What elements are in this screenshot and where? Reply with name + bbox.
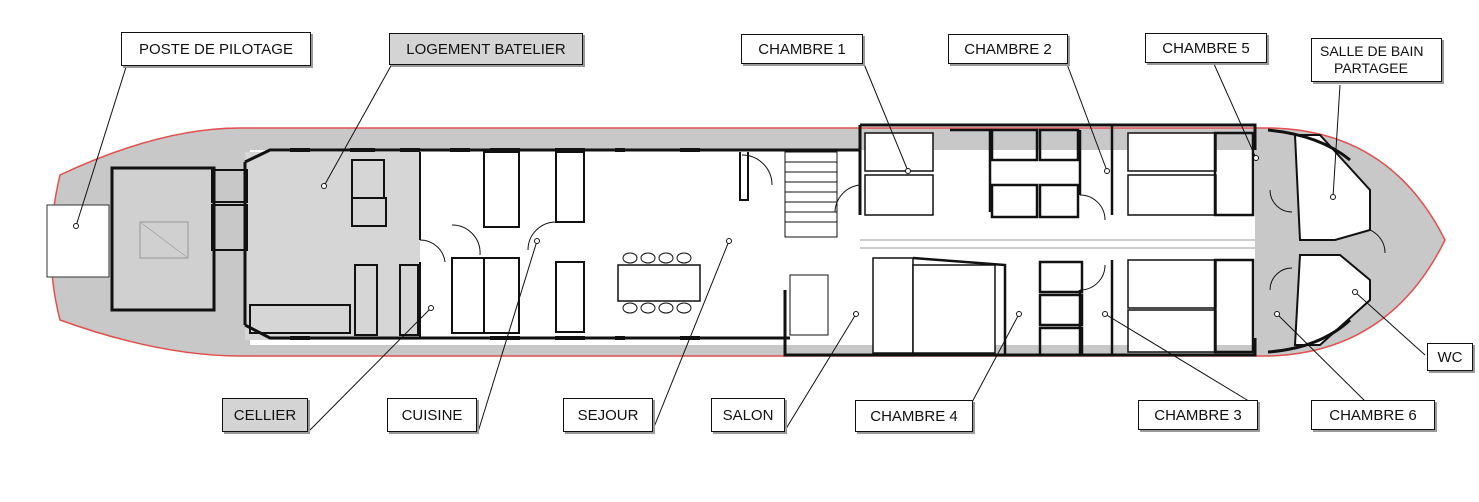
label-chambre-2: CHAMBRE 2 xyxy=(948,34,1068,64)
label-chambre-5: CHAMBRE 5 xyxy=(1145,33,1267,63)
label-logement-batelier: LOGEMENT BATELIER xyxy=(389,33,583,65)
kitchen-walls xyxy=(211,151,585,338)
dining-chairs xyxy=(622,252,692,314)
label-salon: SALON xyxy=(711,398,785,432)
corridor-lines xyxy=(860,239,1255,249)
label-cellier: CELLIER xyxy=(222,398,308,432)
aft-deck-hatch xyxy=(46,204,110,278)
label-chambre-1: CHAMBRE 1 xyxy=(741,34,863,64)
label-chambre-3: CHAMBRE 3 xyxy=(1138,400,1258,430)
label-chambre-4: CHAMBRE 4 xyxy=(855,400,973,432)
label-poste-de-pilotage: POSTE DE PILOTAGE xyxy=(121,32,311,66)
label-wc: WC xyxy=(1427,343,1473,371)
cellier-room xyxy=(350,262,420,337)
anchor-dots xyxy=(73,155,1358,317)
dining-table xyxy=(617,264,701,302)
label-cuisine: CUISINE xyxy=(387,398,477,432)
beds xyxy=(864,132,1217,354)
label-sejour: SEJOUR xyxy=(563,398,653,432)
label-salle-de-bain-line2: PARTAGEE xyxy=(1334,60,1408,76)
salon-wall xyxy=(739,152,749,201)
label-salle-de-bain-line1: SALLE DE BAIN xyxy=(1320,43,1424,59)
cabin-partitions xyxy=(912,125,1255,357)
salon-wall-bottom xyxy=(783,290,870,357)
leader-lines xyxy=(75,63,1426,433)
staircase xyxy=(784,151,838,238)
window-marks xyxy=(290,148,700,340)
salon-sofa xyxy=(789,274,829,336)
bow-wall-bottom xyxy=(1267,318,1352,354)
wheelhouse-console xyxy=(139,221,189,259)
cabins-wall-bottom xyxy=(870,338,1257,357)
bow-wall-top xyxy=(1267,128,1351,162)
cabins-wall-top xyxy=(860,123,1257,150)
cabin-wall-top xyxy=(244,148,860,164)
bow-wc xyxy=(1293,254,1371,346)
label-chambre-6: CHAMBRE 6 xyxy=(1311,400,1435,430)
bow-bathroom xyxy=(1293,134,1371,241)
label-salle-de-bain-partagee: SALLE DE BAIN PARTAGEE xyxy=(1311,38,1442,82)
